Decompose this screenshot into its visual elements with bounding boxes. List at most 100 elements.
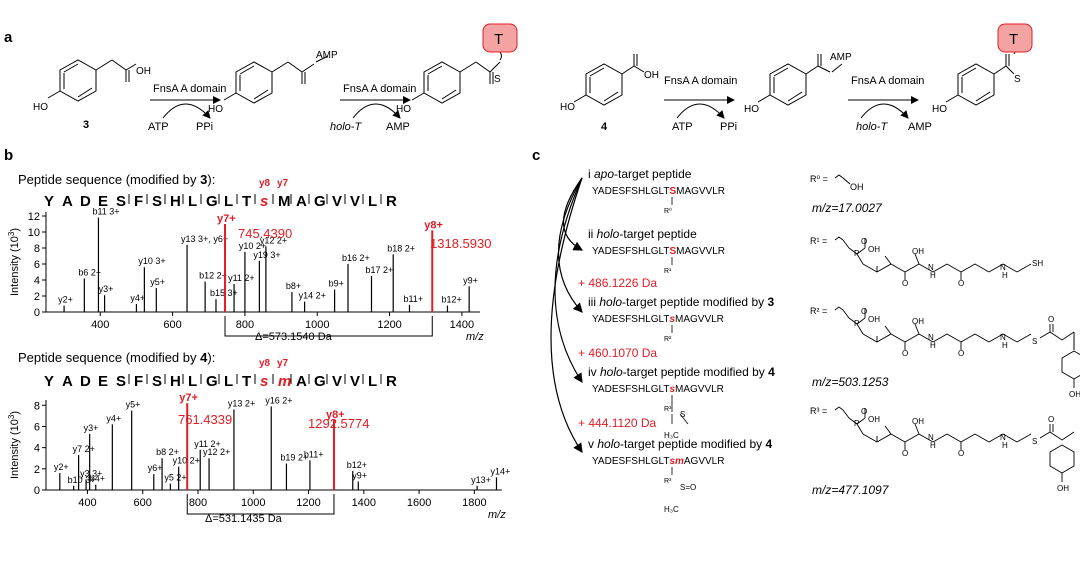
peak-label-red: y7+ [179, 392, 198, 404]
seq-post: MAGVVLR [676, 246, 725, 257]
y-tick-label: 2 [34, 464, 40, 476]
oh-label: OH [868, 315, 880, 324]
h-label: H [930, 341, 936, 350]
ion-label-y7: y7 [277, 358, 289, 369]
seq-post: MAGVVLR [675, 314, 724, 325]
side-chain-so: S=O [680, 483, 696, 492]
entry-sequence: YADESFSHLGLTsmAGVVLR [592, 456, 724, 467]
peak-label: b17 2+ [366, 265, 394, 275]
thio-label: S [1014, 74, 1021, 85]
peak-label: b11 3+ [92, 207, 119, 217]
mass-shift-3: + 444.1120 Da [578, 416, 657, 430]
amp-out-label: AMP [386, 121, 410, 133]
entry-title: iv holo-target peptide modified by 4 [588, 365, 775, 379]
sequence-residue: T [242, 373, 251, 390]
ho-label: HO [932, 104, 947, 115]
sequence-residue: L [224, 193, 233, 210]
peak-label-red: y8+ [424, 219, 443, 231]
sequence-residue: s [260, 373, 268, 390]
peak-label: y12 2+ [260, 235, 287, 245]
seq-pre: YADESFSHLGLT [592, 246, 669, 257]
enzyme-label: FnsA A domain [851, 75, 924, 87]
entry-roman: iii [588, 295, 599, 309]
y-tick-label: 10 [28, 227, 40, 239]
sequence-residue: S [152, 193, 162, 210]
ho-label: HO [396, 104, 411, 115]
sequence-residue: L [224, 373, 233, 390]
y-tick-label: 0 [34, 307, 40, 319]
enzyme-label: FnsA A domain [153, 83, 226, 95]
oh-label: OH [868, 245, 880, 254]
delta-bracket [186, 494, 335, 515]
entry-mod-num: 3 [767, 295, 774, 309]
o-label: O [1048, 315, 1054, 324]
x-tick-label: 1000 [305, 319, 329, 331]
peak-label-red: y7+ [217, 213, 236, 225]
sequence-residue: A [62, 193, 73, 210]
seq-mod: S [669, 246, 676, 257]
peak-label: b16 2+ [342, 253, 370, 263]
seq-pre: YADESFSHLGLT [592, 314, 669, 325]
spectrum-2-title: Peptide sequence (modified by 4): [18, 350, 215, 365]
seq-post: AGVVLR [684, 456, 725, 467]
entry-roman: v [588, 437, 597, 451]
entry-sequence: YADESFSHLGLTSMAGVVLR [592, 186, 725, 197]
entry-roman: i [588, 167, 594, 181]
oh-label: OH [1057, 484, 1069, 493]
peak-label: b18 2+ [387, 243, 415, 253]
x-tick-label: 1000 [241, 497, 265, 509]
enzyme-label: FnsA A domain [664, 75, 737, 87]
seq-mod: s [669, 314, 675, 325]
scheme-1 [47, 35, 502, 119]
entry-r-group: R⁰ [664, 207, 672, 215]
sequence-residue: A [296, 193, 307, 210]
sequence-residue: R [386, 373, 397, 390]
ho-label: HO [208, 104, 223, 115]
carrier-label: T [494, 31, 503, 48]
atp-label: ATP [148, 121, 169, 133]
r1-label: R¹ = [810, 236, 827, 246]
h-label: H [1002, 441, 1008, 450]
entry-name-italic: holo [600, 365, 623, 379]
enzyme-label: FnsA A domain [343, 83, 416, 95]
thio-label: S [494, 74, 501, 85]
oh-label: OH [136, 66, 151, 77]
entry-name: -target peptide modified by [620, 437, 765, 451]
peak-label: y2+ [54, 462, 69, 472]
sequence-residue: G [206, 373, 218, 390]
peak-label: b10 3+ [68, 475, 96, 485]
n-label: N [928, 263, 934, 272]
peak-label: y3+ [84, 423, 99, 433]
x-tick-label: 1800 [462, 497, 486, 509]
panel-a-label: a [4, 29, 13, 46]
seq-pre: YADESFSHLGLT [592, 456, 669, 467]
entry-name: -target peptide modified by [623, 365, 768, 379]
seq-pre: YADESFSHLGLT [592, 384, 669, 395]
entry-sequence: YADESFSHLGLTsMAGVVLR [592, 384, 724, 395]
entry-roman: iv [588, 365, 600, 379]
peptide-entries: i apo-target peptideYADESFSHLGLTSMAGVVLR… [588, 167, 775, 485]
peak-label: y14 2+ [299, 291, 326, 301]
peak-label: b12+ [347, 460, 367, 470]
sequence-residue: R [386, 193, 397, 210]
y-axis-label-text: Intensity (10 [9, 419, 21, 479]
holo-t-label: holo-T [330, 121, 362, 133]
entry-sequence: YADESFSHLGLTSMAGVVLR [592, 246, 725, 257]
sequence-residue: S [116, 193, 126, 210]
ppant-skeleton [834, 406, 1032, 450]
mass-shift-2: + 460.1070 Da [578, 346, 657, 360]
y-axis-label-text: Intensity (10 [9, 236, 21, 296]
peak-label: b15 3+ [210, 288, 238, 298]
sequence-residue: S [116, 373, 126, 390]
holo-t-label: holo-T [856, 121, 888, 133]
o-label: O [958, 279, 964, 288]
x-tick-label: 400 [78, 497, 96, 509]
entry-r-group: R² [664, 336, 672, 343]
sequence-residue: V [350, 193, 360, 210]
y-tick-label: 4 [34, 443, 40, 455]
sequence-residue: T [242, 193, 251, 210]
ho-label: HO [560, 102, 575, 113]
